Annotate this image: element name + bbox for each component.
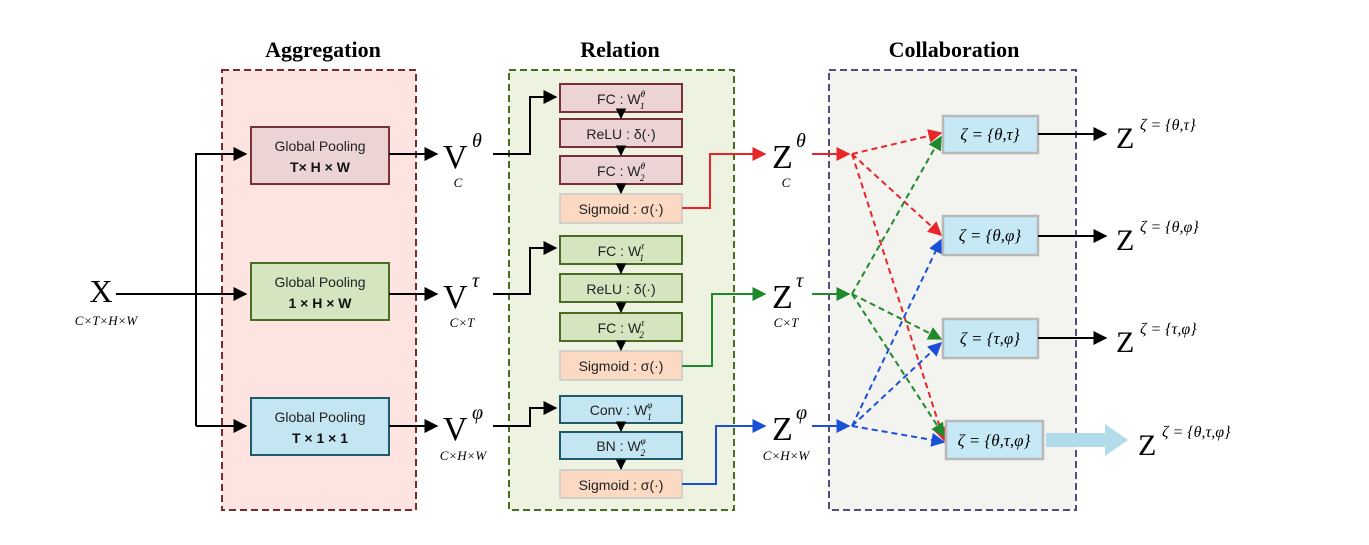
conv-box — [559, 395, 683, 424]
output-superscript: ζ = {τ,φ} — [1140, 321, 1197, 338]
collab-box-tau-phi: ζ = {τ,φ} — [941, 317, 1040, 360]
v-symbol: V — [443, 139, 468, 176]
sigmoid-box — [559, 193, 683, 224]
pooling-dims: T× H × W — [290, 159, 351, 175]
pooling-dims: 1 × H × W — [288, 295, 352, 311]
pooling-dims: T × 1 × 1 — [292, 430, 348, 446]
collaboration-connections — [851, 129, 947, 447]
relu-label: ReLU : δ(·) — [586, 126, 655, 142]
pooling-title: Global Pooling — [274, 409, 365, 425]
output-z-theta-tau: Z ζ = {θ,τ} — [1116, 117, 1196, 155]
v-symbol: V — [443, 279, 468, 316]
v-dims: C×H×W — [440, 448, 488, 463]
collab-label: ζ = {θ,τ} — [960, 125, 1019, 144]
input-branch-lines — [116, 147, 248, 433]
output-z-theta-phi: Z ζ = {θ,φ} — [1116, 219, 1199, 257]
output-z-tau-phi: Z ζ = {τ,φ} — [1116, 321, 1197, 359]
v-tau: V τ C×T — [443, 270, 480, 330]
sigmoid-label: Sigmoid : σ(·) — [579, 358, 664, 374]
v-phi: V φ C×H×W — [440, 402, 488, 463]
output-superscript: ζ = {θ,τ} — [1140, 117, 1196, 134]
v-dims: C — [454, 175, 463, 190]
sigmoid-tau-connector — [682, 287, 767, 367]
output-superscript: ζ = {θ,τ,φ} — [1162, 424, 1231, 441]
output-symbol: Z — [1116, 224, 1134, 257]
output-symbol: Z — [1116, 326, 1134, 359]
relu-box — [559, 118, 683, 148]
z-superscript: τ — [796, 270, 804, 292]
output-z-theta-tau-phi: Z ζ = {θ,τ,φ} — [1138, 424, 1231, 462]
output-thick-arrow — [1046, 424, 1128, 456]
pooling-box-tau: Global Pooling 1 × H × W — [250, 262, 390, 321]
relation-title: Relation — [580, 37, 659, 62]
v-superscript: θ — [472, 130, 482, 152]
sigmoid-box — [559, 350, 683, 381]
z-superscript: φ — [796, 402, 807, 424]
output-symbol: Z — [1138, 429, 1156, 462]
input-symbol: X — [89, 273, 112, 309]
sigmoid-label: Sigmoid : σ(·) — [579, 477, 664, 493]
collab-box-theta-tau: ζ = {θ,τ} — [941, 114, 1040, 155]
collab-label: ζ = {θ,φ} — [959, 226, 1022, 245]
pooling-to-v-arrows — [389, 147, 439, 433]
z-dims: C×T — [774, 315, 799, 330]
aggregation-title: Aggregation — [265, 37, 381, 62]
sigmoid-phi-connector — [682, 419, 767, 485]
fc1-box — [559, 235, 683, 265]
pooling-title: Global Pooling — [274, 274, 365, 290]
collaboration-title: Collaboration — [889, 37, 1020, 62]
relu-label: ReLU : δ(·) — [586, 281, 655, 297]
z-tau: Z τ C×T — [772, 270, 804, 330]
z-superscript: θ — [796, 130, 806, 152]
pooling-box-phi: Global Pooling T × 1 × 1 — [250, 397, 390, 456]
input-dims: C×T×H×W — [75, 313, 139, 328]
collab-label: ζ = {τ,φ} — [960, 329, 1020, 348]
output-arrows — [1038, 127, 1108, 345]
sigmoid-box — [559, 469, 683, 499]
v-superscript: φ — [472, 402, 483, 424]
z-theta: Z θ C — [772, 130, 806, 190]
sigmoid-theta-connector — [682, 147, 767, 209]
output-superscript: ζ = {θ,φ} — [1140, 219, 1199, 236]
collab-box-theta-phi: ζ = {θ,φ} — [941, 214, 1040, 257]
input-x: X C×T×H×W — [75, 273, 139, 328]
collab-box-theta-tau-phi: ζ = {θ,τ,φ} — [944, 419, 1045, 461]
z-symbol: Z — [772, 279, 793, 316]
z-symbol: Z — [772, 139, 793, 176]
z-dims: C — [782, 175, 791, 190]
v-theta: V θ C — [443, 130, 482, 190]
v-symbol: V — [443, 411, 468, 448]
collab-label: ζ = {θ,τ,φ} — [958, 431, 1031, 450]
v-superscript: τ — [472, 270, 480, 292]
output-symbol: Z — [1116, 122, 1134, 155]
pooling-box-theta: Global Pooling T× H × W — [250, 126, 390, 185]
pooling-title: Global Pooling — [274, 138, 365, 154]
z-dims: C×H×W — [763, 448, 811, 463]
z-symbol: Z — [772, 411, 793, 448]
v-dims: C×T — [450, 315, 475, 330]
z-phi: Z φ C×H×W — [763, 402, 811, 463]
v-to-relation-arrows — [493, 90, 558, 427]
sigmoid-label: Sigmoid : σ(·) — [579, 201, 664, 217]
